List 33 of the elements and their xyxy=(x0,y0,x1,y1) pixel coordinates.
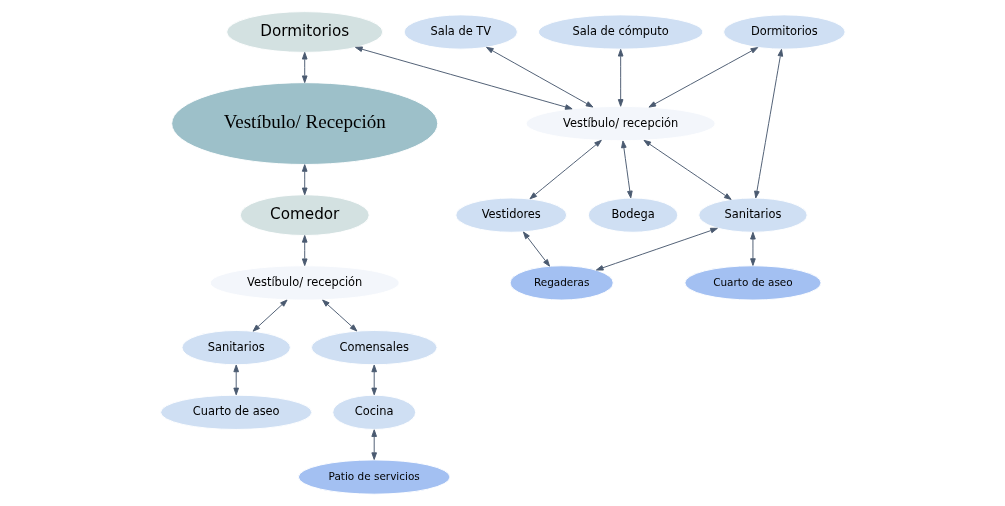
arrow xyxy=(370,364,377,396)
node-ellipse: Bodega xyxy=(587,197,678,233)
arrow xyxy=(301,51,308,84)
arrow xyxy=(595,227,718,271)
arrow xyxy=(620,140,633,199)
node-ellipse: Sanitarios xyxy=(181,330,291,366)
node-ellipse: Comedor xyxy=(239,194,370,236)
arrow xyxy=(617,48,623,107)
node-ellipse: Cocina xyxy=(331,394,416,430)
node-ellipse: Vestíbulo/ Recepción xyxy=(170,82,438,165)
node-ellipse: Patio de servicios xyxy=(297,459,450,495)
node-ellipse: Sala de TV xyxy=(403,14,518,50)
arrow xyxy=(643,139,732,200)
node-ellipse: Comensales xyxy=(310,330,437,366)
arrow xyxy=(370,429,377,460)
arrow xyxy=(232,364,239,396)
arrow xyxy=(354,46,573,110)
node-ellipse: Vestidores xyxy=(454,197,567,233)
node-ellipse: Cuarto de aseo xyxy=(683,265,822,301)
arrow xyxy=(529,139,602,200)
node-ellipse: Sala de cómputo xyxy=(537,14,703,50)
arrow xyxy=(301,164,308,196)
arrow xyxy=(648,47,758,108)
arrow xyxy=(485,46,593,108)
arrow xyxy=(753,48,783,199)
arrow xyxy=(301,235,308,267)
node-ellipse: Dormitorios xyxy=(722,14,846,50)
arrow xyxy=(749,231,756,266)
arrow xyxy=(522,231,550,267)
arrow xyxy=(321,299,357,332)
node-ellipse: Vestíbulo/ recepción xyxy=(209,265,400,301)
arrow xyxy=(252,299,288,332)
node-ellipse: Cuarto de aseo xyxy=(159,394,312,430)
